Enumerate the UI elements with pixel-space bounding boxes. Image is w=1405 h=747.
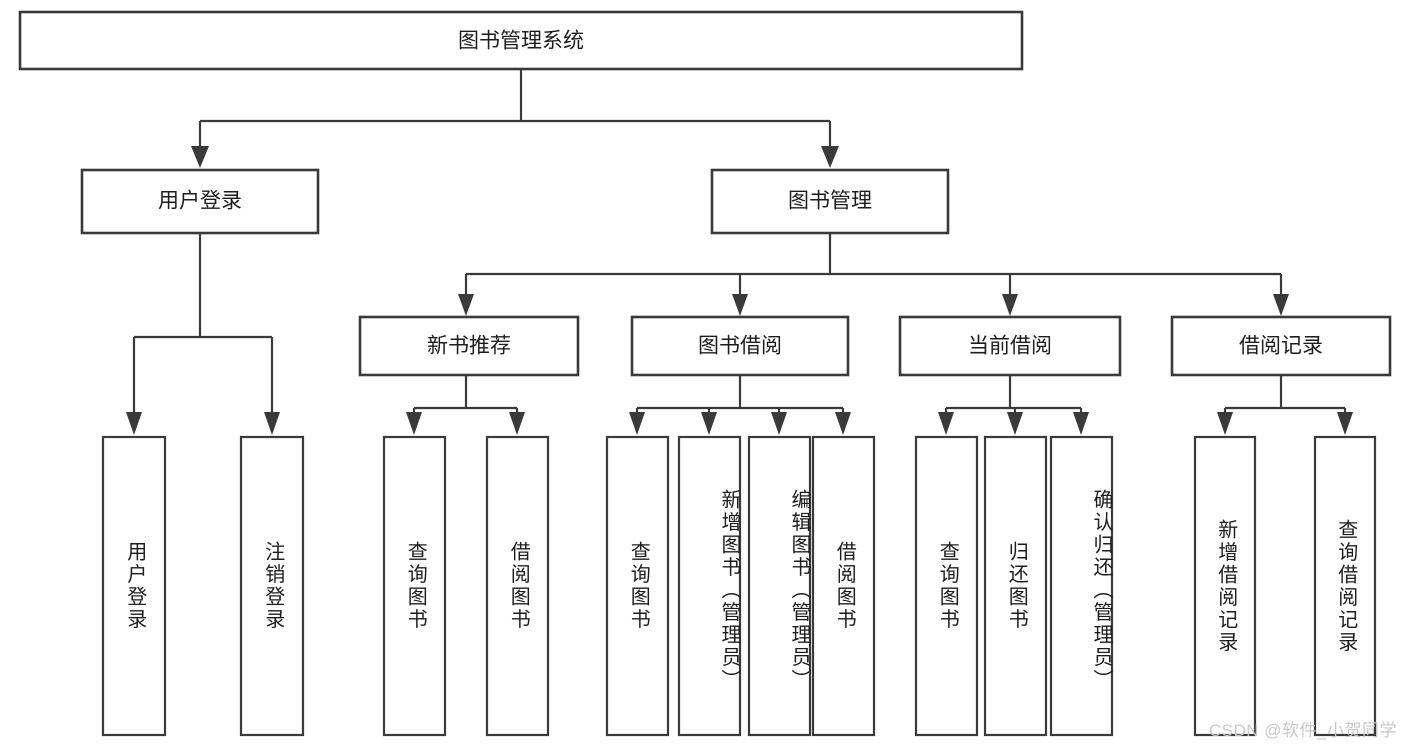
arrowhead-leaf-edit-book [771,412,787,435]
connector-group-book-borrow [629,376,851,435]
node-current-borrow-label: 当前借阅 [968,335,1052,358]
leaf-box-add-book[interactable] [677,435,742,737]
leaf-box-query-record[interactable] [1313,435,1377,737]
leaf-box-user-logout[interactable] [239,435,305,737]
node-book-manage-label: 图书管理 [788,190,872,213]
arrowhead-leaf-add-book [701,412,717,435]
leaf-box-query-book-2[interactable] [605,435,670,737]
node-current-borrow-box[interactable] [898,315,1122,377]
connector-group-book-manage [458,233,1289,316]
node-borrow-record-box[interactable] [1170,315,1392,377]
node-root[interactable]: 图书管理系统 [18,10,1024,71]
leaf-box-edit-book[interactable] [747,435,812,737]
arrowhead-leaf-query-book-1 [406,412,422,435]
arrowhead-leaf-query-book-2 [629,412,645,435]
leaf-box-user-login[interactable] [101,435,167,737]
leaf-box-return-book[interactable] [983,435,1048,737]
node-book-borrow-box[interactable] [630,315,850,377]
arrowhead-book-borrow [732,294,748,316]
node-book-manage-box[interactable] [710,168,950,235]
node-new-book-recommend[interactable]: 新书推荐 [358,315,580,377]
arrowhead-new-book-recommend [458,294,474,316]
leaf-box-query-book-3[interactable] [914,435,979,737]
connector-group-borrow-record [1217,376,1353,435]
arrowhead-leaf-query-record [1337,412,1353,435]
node-new-book-recommend-box[interactable] [358,315,580,377]
node-root-label: 图书管理系统 [458,30,584,53]
node-root-box[interactable] [18,10,1024,71]
arrowhead-leaf-query-book-3 [938,412,954,435]
arrowhead-book-manage [821,146,839,168]
node-user-login-box[interactable] [80,168,320,235]
leaf-box-add-record[interactable] [1193,435,1257,737]
leaf-box-borrow-book-2[interactable] [811,435,876,737]
arrowhead-borrow-record [1273,294,1289,316]
arrowhead-current-borrow [1002,294,1018,316]
connector-group-new-book-recommend [406,376,525,435]
node-book-manage[interactable]: 图书管理 [710,168,950,235]
csdn-watermark: CSDN @软件_小贺同学 [1208,721,1397,740]
arrowhead-leaf-add-record [1217,412,1233,435]
leaf-box-query-book-1[interactable] [382,435,447,737]
node-user-login-label: 用户登录 [158,190,242,213]
arrowhead-leaf-borrow-book-1 [509,412,525,435]
connector-group-current-borrow [938,376,1089,435]
connector-group-user-login [126,233,280,435]
arrowhead-user-login [191,146,209,168]
node-new-book-recommend-label: 新书推荐 [427,335,511,358]
node-user-login[interactable]: 用户登录 [80,168,320,235]
node-book-borrow[interactable]: 图书借阅 [630,315,850,377]
leaf-box-borrow-book-1[interactable] [485,435,550,737]
arrowhead-leaf-user-login [126,412,142,435]
node-borrow-record[interactable]: 借阅记录 [1170,315,1392,377]
leaf-boxes [101,435,1377,737]
connector-group-root [191,69,839,168]
node-book-borrow-label: 图书借阅 [698,335,782,358]
leaf-box-confirm-return[interactable] [1049,435,1114,737]
node-borrow-record-label: 借阅记录 [1239,335,1323,358]
arrowhead-leaf-user-logout [264,412,280,435]
arrowhead-leaf-return-book [1007,412,1023,435]
arrowhead-leaf-confirm-return [1073,412,1089,435]
arrowhead-leaf-borrow-book-2 [835,412,851,435]
node-current-borrow[interactable]: 当前借阅 [898,315,1122,377]
